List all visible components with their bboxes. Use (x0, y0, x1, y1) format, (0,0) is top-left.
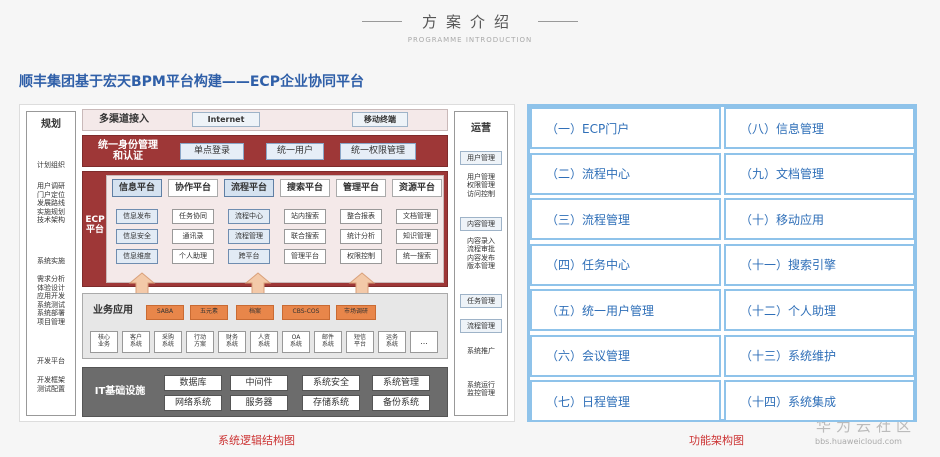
page-title: 方案介绍 (421, 13, 518, 31)
sso-chip: 单点登录 (180, 143, 244, 160)
function-item: （十三）系统维护 (724, 334, 915, 377)
unified-user-chip: 统一用户 (266, 143, 324, 160)
ecp-item: 权限控制 (340, 249, 382, 264)
business-system-chip: ... (410, 331, 438, 353)
function-item: （十）移动应用 (724, 198, 915, 240)
business-system-chip: 人资 系统 (250, 331, 278, 353)
business-system-chip: 邮件 系统 (314, 331, 342, 353)
right-caption: 功能架构图 (689, 434, 744, 447)
function-item: （十四）系统集成 (724, 380, 915, 422)
function-item: （五）统一用户管理 (530, 289, 721, 331)
planning-item: 计划组织 (37, 161, 65, 169)
business-system-chip: 财务 系统 (218, 331, 246, 353)
main-title: 顺丰集团基于宏天BPM平台构建——ECP企业协同平台 (19, 74, 364, 90)
function-item: （十一）搜索引擎 (724, 243, 915, 286)
ecp-item: 文档管理 (396, 209, 438, 224)
function-item: （三）流程管理 (530, 198, 721, 240)
business-system-chip: 客户 系统 (122, 331, 150, 353)
ecp-item: 统计分析 (340, 229, 382, 244)
ecp-item: 个人助理 (172, 249, 214, 264)
infra-item: 系统管理 (372, 375, 430, 391)
business-app-chip: 档案 (236, 305, 274, 320)
ecp-column-head: 资源平台 (392, 179, 442, 197)
ops-item: 流程管理 (460, 319, 502, 333)
function-item: （二）流程中心 (530, 152, 721, 195)
ecp-item: 通讯录 (172, 229, 214, 244)
business-system-chip: 行动 方案 (186, 331, 214, 353)
ecp-column-head: 管理平台 (336, 179, 386, 197)
business-system-chip: 短信 平台 (346, 331, 374, 353)
business-app-chip: CBS-COS (282, 305, 330, 320)
channel-label: 多渠道接入 (99, 114, 149, 126)
planning-item: 系统实施 (37, 257, 65, 265)
ecp-item: 任务协同 (172, 209, 214, 224)
function-item: （十二）个人助理 (724, 289, 915, 331)
ecp-item: 流程管理 (228, 229, 270, 244)
unified-permission-chip: 统一权限管理 (340, 143, 416, 160)
ops-title: 运营 (456, 121, 506, 137)
planning-item: 开发平台 (37, 357, 65, 365)
infra-item: 中间件 (230, 375, 288, 391)
planning-item: 用户调研 门户定位 发展路线 实施规划 技术架构 (37, 182, 65, 225)
page-subtitle: PROGRAMME INTRODUCTION (407, 36, 533, 44)
function-item: （七）日程管理 (530, 380, 721, 422)
infra-item: 服务器 (230, 395, 288, 411)
ecp-item: 联合搜索 (284, 229, 326, 244)
business-system-chip: 运务 系统 (378, 331, 406, 353)
ops-item: 用户管理 权限管理 访问控制 (467, 173, 495, 198)
mobile-chip: 移动终端 (352, 112, 408, 127)
ecp-item: 整合报表 (340, 209, 382, 224)
infra-item: 备份系统 (372, 395, 430, 411)
ops-item: 系统推广 (467, 347, 495, 355)
ecp-column-head: 信息平台 (112, 179, 162, 197)
header-line-left (362, 21, 402, 22)
infra-item: 存储系统 (302, 395, 360, 411)
ecp-item: 统一搜索 (396, 249, 438, 264)
function-item: （八）信息管理 (724, 107, 915, 149)
ecp-item: 站内搜索 (284, 209, 326, 224)
watermark-url: bbs.huaweicloud.com (815, 437, 902, 446)
infra-label: IT基础设施 (94, 386, 146, 398)
business-system-chip: OA 系统 (282, 331, 310, 353)
planning-item: 需求分析 体验设计 应用开发 系统测试 系统部署 项目管理 (37, 275, 65, 326)
planning-item: 开发框架 测试配置 (37, 376, 65, 393)
infra-item: 数据库 (164, 375, 222, 391)
ecp-column-head: 流程平台 (224, 179, 274, 197)
internet-chip: Internet (192, 112, 260, 127)
ops-item: 系统运行 监控管理 (467, 381, 495, 398)
ops-item: 任务管理 (460, 294, 502, 308)
ecp-column-head: 搜索平台 (280, 179, 330, 197)
infra-item: 网络系统 (164, 395, 222, 411)
infra-item: 系统安全 (302, 375, 360, 391)
business-app-chip: 五元素 (190, 305, 228, 320)
business-app-chip: SABA (146, 305, 184, 320)
left-caption: 系统逻辑结构图 (218, 434, 295, 447)
ecp-item: 管理平台 (284, 249, 326, 264)
ops-item: 用户管理 (460, 151, 502, 165)
function-item: （一）ECP门户 (530, 107, 721, 149)
function-item: （九）文档管理 (724, 152, 915, 195)
business-label: 业务应用 (93, 305, 133, 317)
ops-item: 内容录入 流程审批 内容发布 版本管理 (467, 237, 495, 271)
ecp-item: 流程中心 (228, 209, 270, 224)
identity-label: 统一身份管理 和认证 (98, 139, 158, 163)
function-item: （四）任务中心 (530, 243, 721, 286)
ecp-column-head: 协作平台 (168, 179, 218, 197)
business-system-chip: 采购 系统 (154, 331, 182, 353)
ops-item: 内容管理 (460, 217, 502, 231)
business-system-chip: 核心 业务 (90, 331, 118, 353)
ecp-inner (106, 175, 444, 283)
business-app-chip: 市场调研 (336, 305, 376, 320)
system-logic-diagram: 规划 计划组织 用户调研 门户定位 发展路线 实施规划 技术架构 系统实施 需求… (19, 104, 515, 422)
ecp-label: ECP 平台 (85, 214, 105, 235)
planning-title: 规划 (28, 117, 74, 133)
header-line-right (538, 21, 578, 22)
ecp-item: 信息维度 (116, 249, 158, 264)
ecp-item: 信息安全 (116, 229, 158, 244)
function-item: （六）会议管理 (530, 334, 721, 377)
planning-column (26, 111, 76, 416)
ecp-item: 信息发布 (116, 209, 158, 224)
ecp-item: 跨平台 (228, 249, 270, 264)
ecp-item: 知识管理 (396, 229, 438, 244)
